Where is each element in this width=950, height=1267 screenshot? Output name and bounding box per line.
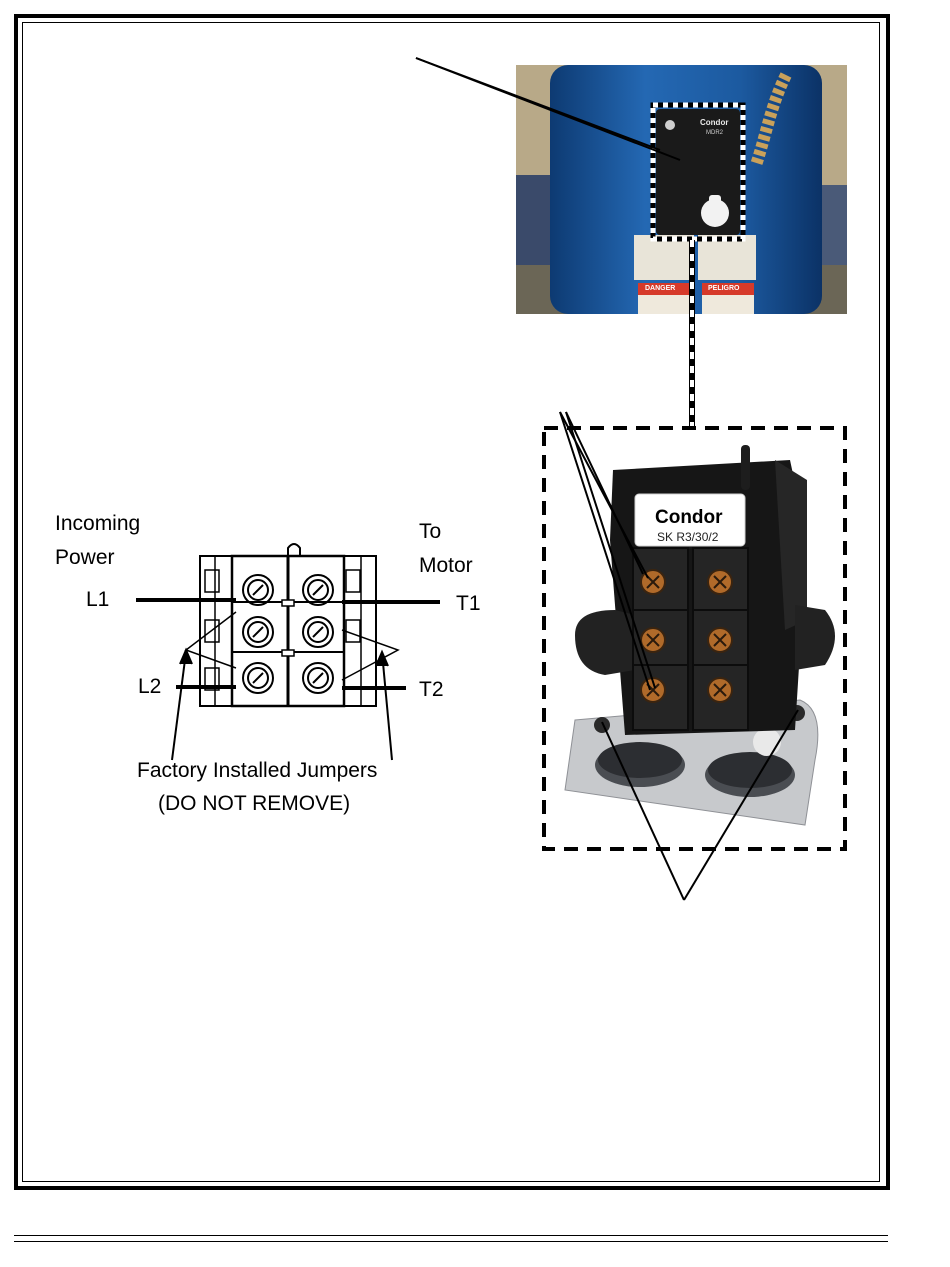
terminal-callout-leaders [560,412,655,690]
terminal-l1-label: L1 [86,589,109,610]
to-motor-label-line1: To [419,521,441,542]
footer-rule-top [14,1235,888,1236]
incoming-label-line2: Power [55,547,115,568]
footer-rule-bottom [14,1241,888,1242]
screw-callout-leaders [602,710,798,900]
terminal-l2-label: L2 [138,676,161,697]
switch-photo-dashed-frame [544,428,845,849]
jumpers-caption-line2: (DO NOT REMOVE) [158,793,350,814]
jumpers-caption-line1: Factory Installed Jumpers [137,760,377,781]
terminal-t2-label: T2 [419,679,444,700]
incoming-label-line1: Incoming [55,513,140,534]
terminal-block-diagram [136,544,440,760]
to-motor-label-line2: Motor [419,555,473,576]
terminal-t1-label: T1 [456,593,481,614]
top-callout-leader [416,58,680,160]
